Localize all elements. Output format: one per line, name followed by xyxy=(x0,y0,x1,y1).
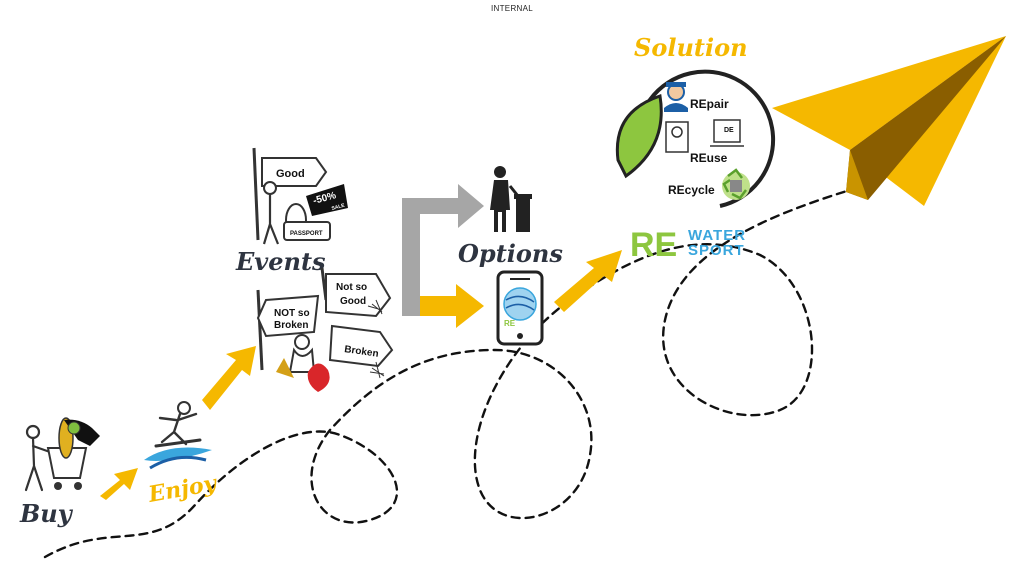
paper-plane-icon xyxy=(772,36,1006,206)
sign-broken-text: Broken xyxy=(344,344,380,360)
surfer-icon xyxy=(144,401,212,470)
solution-cycle-ring xyxy=(638,69,776,208)
sign-not-so-broken-line1: NOT so xyxy=(274,308,310,319)
classification-label: INTERNAL xyxy=(491,4,533,13)
brand-logo-line1: WATER xyxy=(688,227,746,244)
journey-dashed-path xyxy=(43,188,852,559)
brand-logo-re: RE xyxy=(630,226,677,264)
sign-not-so-good-line1: Not so xyxy=(336,282,367,293)
stage-label-options: Options xyxy=(458,239,563,268)
sign-good-text: Good xyxy=(276,168,305,180)
solution-recycle-text: REcycle xyxy=(668,183,715,197)
trash-figure-icon xyxy=(490,166,532,232)
bad-event-illustration xyxy=(256,267,394,392)
branch-arrow xyxy=(402,184,484,316)
leaf-icon xyxy=(615,94,663,179)
passport-text: PASSPORT xyxy=(290,231,323,237)
solution-reuse-text: REuse xyxy=(690,151,728,165)
sign-not-so-broken-line2: Broken xyxy=(274,320,308,331)
recycle-icon xyxy=(722,168,750,200)
reuse-badge-text: DE xyxy=(724,127,734,134)
shopping-cart-icon xyxy=(46,417,100,490)
stage-label-buy: Buy xyxy=(19,499,74,528)
stage-label-solution: Solution xyxy=(634,33,748,62)
stage-label-events: Events xyxy=(235,247,326,276)
stage-label-enjoy: Enjoy xyxy=(146,470,221,508)
solution-repair-text: REpair xyxy=(690,97,729,111)
smartphone-icon xyxy=(496,270,544,346)
arrow-to-phone xyxy=(420,284,484,328)
arrow-enjoy-to-events xyxy=(202,346,256,410)
phone-re-text: RE xyxy=(504,319,516,328)
sale-tag-small-text: SALE xyxy=(331,203,346,212)
arrow-buy-to-enjoy xyxy=(100,468,138,500)
good-event-illustration xyxy=(252,147,348,245)
arrow-phone-to-solution xyxy=(554,250,622,312)
buy-figure-icon xyxy=(24,424,52,492)
reuse-illustration-icon xyxy=(665,119,744,153)
repair-worker-icon xyxy=(664,82,688,112)
brand-logo-line2: SPORT xyxy=(688,242,745,259)
sign-not-so-good-line2: Good xyxy=(340,296,366,307)
